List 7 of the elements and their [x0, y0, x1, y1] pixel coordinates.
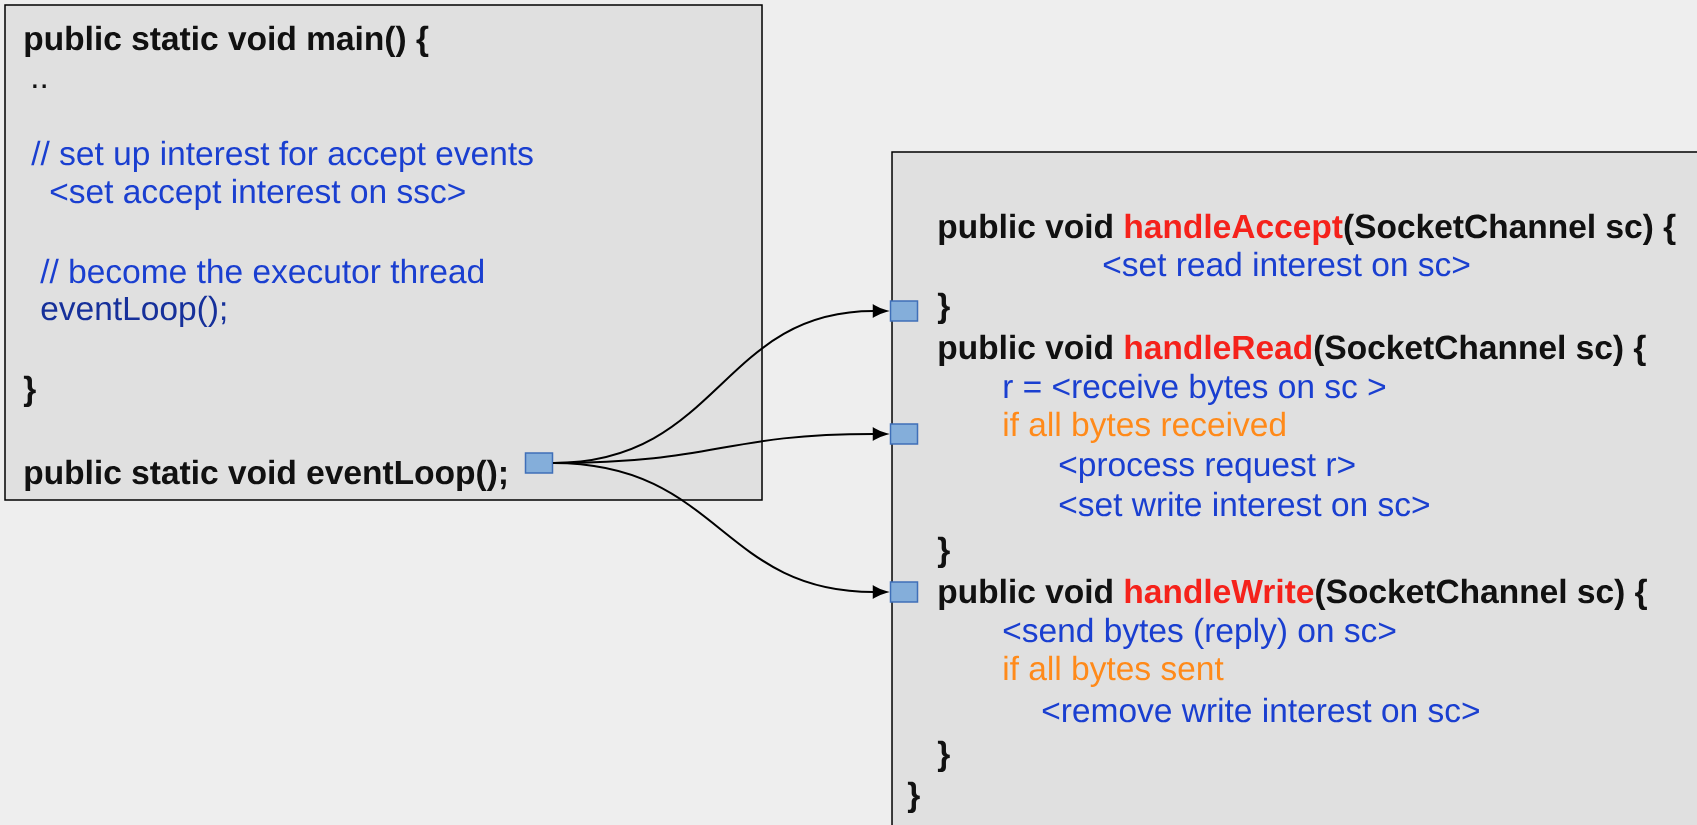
port-square — [889, 300, 919, 322]
port-square — [524, 452, 554, 474]
arrow — [552, 462, 887, 599]
code-panel: public void handleAccept(SocketChannel sc) { <set read interest on sc> } public void handleRead(SocketChannel sc) { r = <receive bytes on sc > if all bytes received <process request r> <set write interest on sc> } public void handleWrite(SocketChannel sc) { <send bytes (reply) on sc> if all bytes sent <remove write interest on sc> } } — [891, 151, 1697, 825]
port-square — [889, 581, 919, 603]
port-square — [889, 423, 919, 445]
code-panel: public static void main() { .. // set up interest for accept events <set accept interest on ssc> // become the executor thread eventLoop(); } public static void eventLoop(); — [4, 4, 763, 501]
